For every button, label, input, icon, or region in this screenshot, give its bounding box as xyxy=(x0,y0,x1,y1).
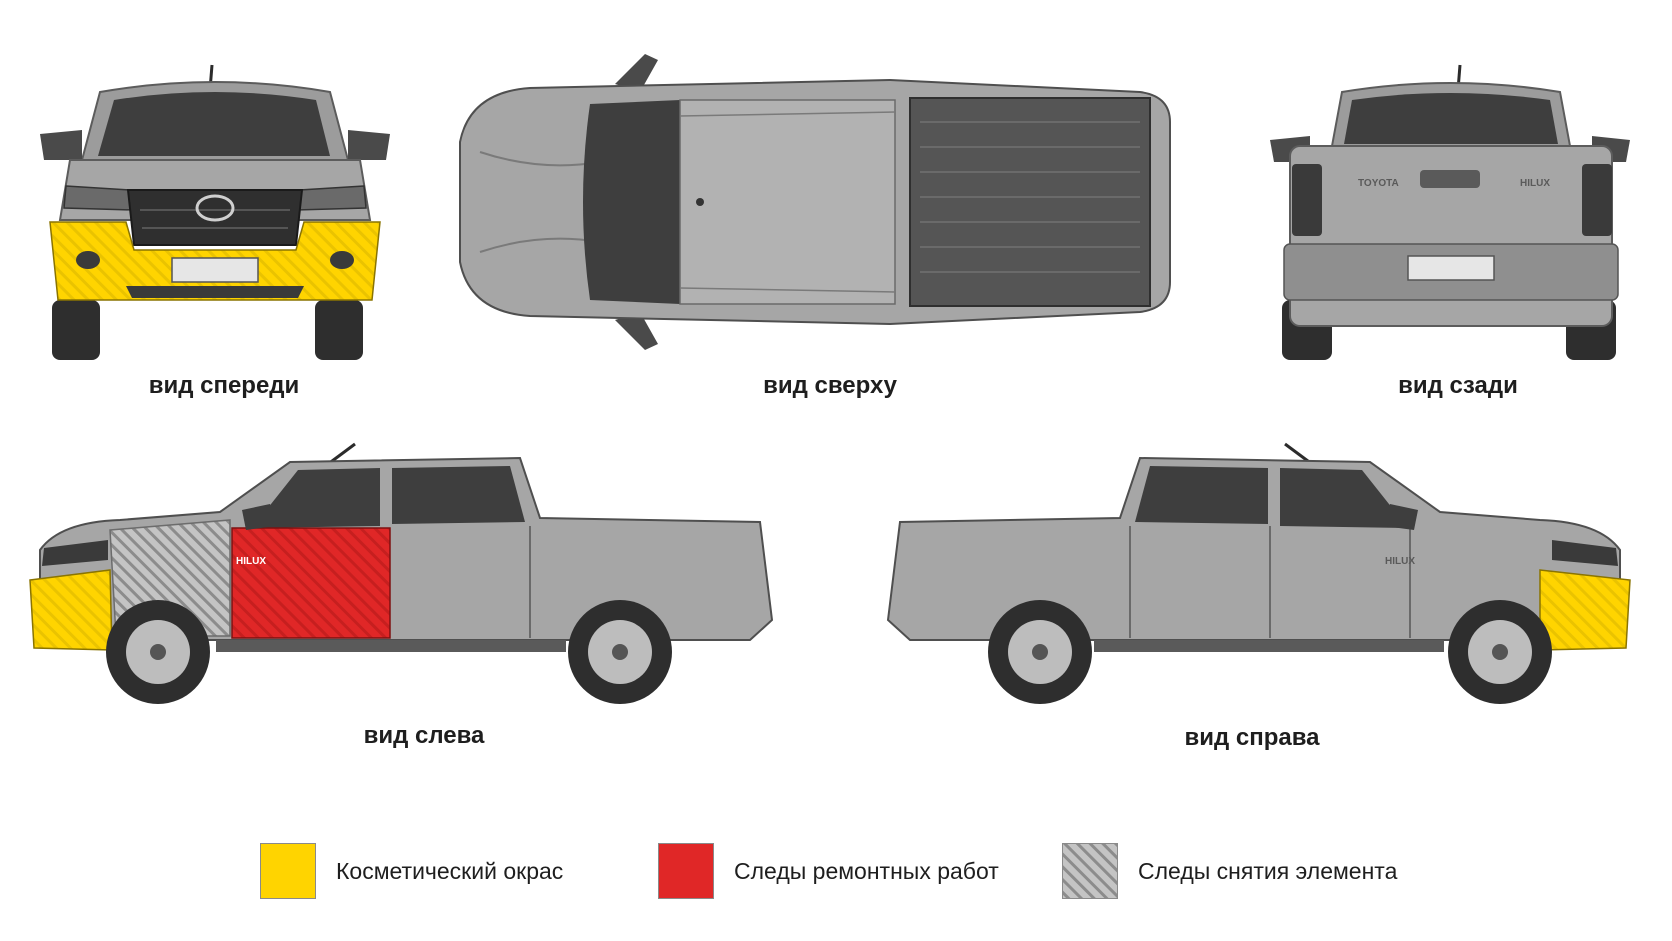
top-view-illustration xyxy=(459,54,1171,350)
top-cargo-bed xyxy=(909,97,1151,307)
left-front-door-repair-zone xyxy=(231,527,391,639)
left-view-illustration: HILUX xyxy=(29,442,774,704)
front-windshield xyxy=(98,92,330,156)
front-left-tire xyxy=(52,300,100,360)
left-view-caption: вид слева xyxy=(363,722,485,749)
legend-swatch-removed xyxy=(1062,843,1118,899)
legend-item-removed: Следы снятия элемента xyxy=(1062,842,1397,900)
rear-view: TOYOTA HILUX вид сзади xyxy=(1270,60,1640,399)
front-view: вид спереди xyxy=(30,60,400,399)
top-windshield xyxy=(583,100,680,304)
legend-item-repair: Следы ремонтных работ xyxy=(658,842,999,900)
rear-badge-left: TOYOTA xyxy=(1358,178,1399,189)
front-right-tire xyxy=(315,300,363,360)
left-front-window xyxy=(252,468,380,528)
right-view: HILUX вид справа xyxy=(840,430,1640,770)
legend-label-cosmetic: Косметический окрас xyxy=(336,857,564,884)
front-view-illustration xyxy=(40,64,390,360)
right-rear-window xyxy=(1135,466,1268,524)
rear-window xyxy=(1344,93,1558,144)
left-view: HILUX вид слева xyxy=(20,430,820,770)
top-view-caption: вид сверху xyxy=(763,372,897,399)
legend-label-repair: Следы ремонтных работ xyxy=(734,857,999,884)
legend-label-removed: Следы снятия элемента xyxy=(1138,857,1398,884)
right-front-window xyxy=(1280,468,1408,528)
rear-badge-right: HILUX xyxy=(1520,178,1550,189)
front-view-caption: вид спереди xyxy=(148,372,300,399)
left-bumper-cosmetic-zone xyxy=(29,569,113,651)
right-bumper-cosmetic-zone xyxy=(1539,569,1631,651)
right-view-caption: вид справа xyxy=(1184,724,1320,751)
rear-view-caption: вид сзади xyxy=(1398,372,1518,399)
right-badge: HILUX xyxy=(1385,556,1415,567)
top-roof xyxy=(679,99,896,305)
left-badge: HILUX xyxy=(236,556,266,567)
top-view: вид сверху xyxy=(440,52,1230,402)
left-rear-window xyxy=(392,466,525,524)
front-license-plate xyxy=(171,257,259,283)
legend-item-cosmetic: Косметический окрас xyxy=(260,842,563,900)
rear-license-plate xyxy=(1407,255,1495,281)
legend-swatch-repair xyxy=(658,843,714,899)
rear-view-illustration: TOYOTA HILUX xyxy=(1270,64,1630,360)
right-view-illustration: HILUX xyxy=(886,442,1631,704)
legend-swatch-cosmetic xyxy=(260,843,316,899)
